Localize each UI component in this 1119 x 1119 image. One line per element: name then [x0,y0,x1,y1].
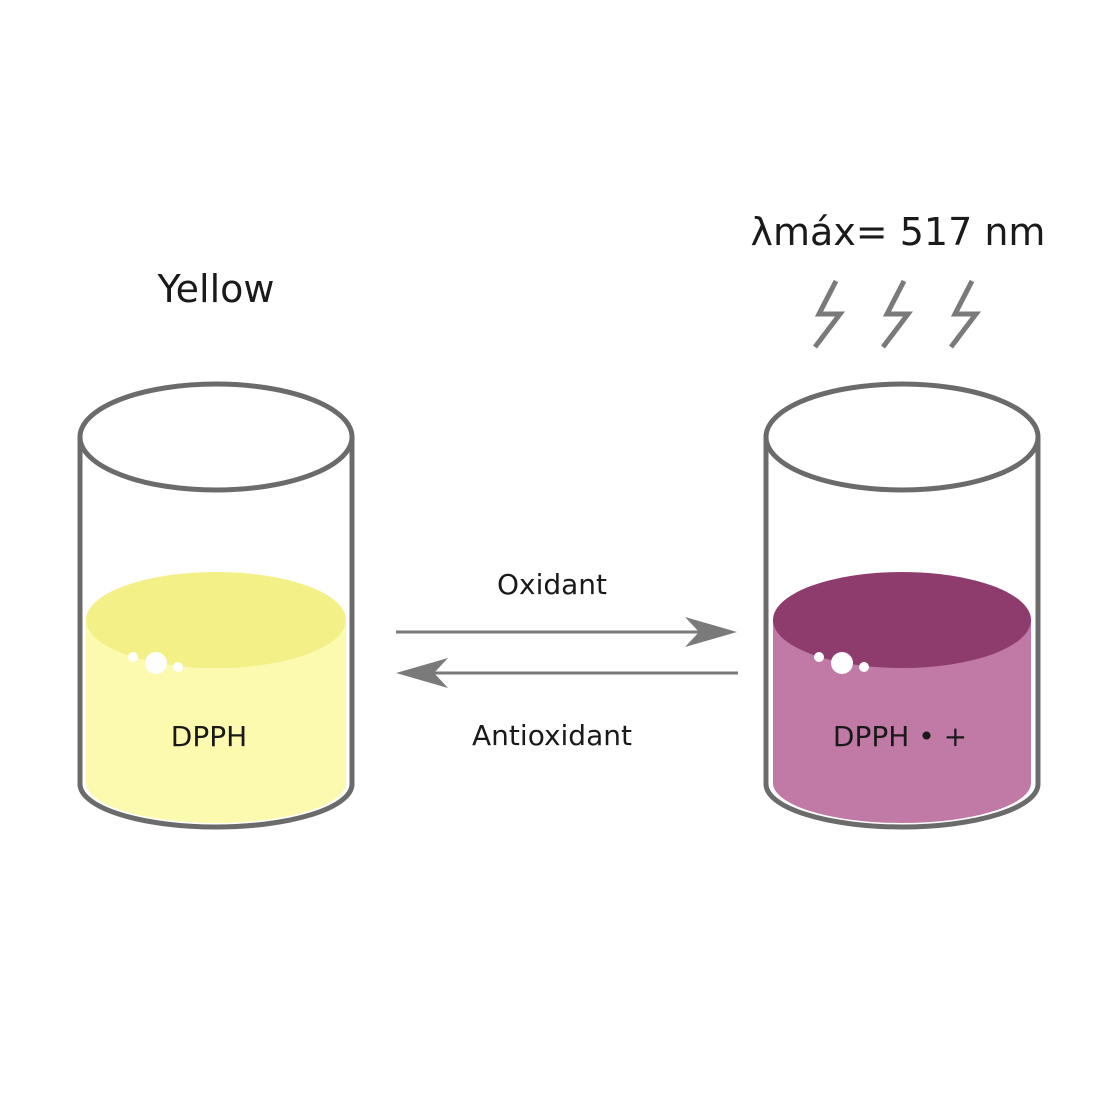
absorbance-label: λmáx= 517 nm [751,210,1046,254]
right-beaker-rim [763,381,1041,493]
right-liquid-surface [773,572,1031,668]
left-beaker: Yellow DPPH [77,267,355,830]
right-beaker-outline [763,437,1041,830]
lightning-bolt-icon [813,279,846,349]
left-bubbles [128,652,183,674]
forward-arrowhead-icon [685,617,737,647]
left-liquid-surface [86,572,346,668]
lightning-bolt-icon [949,279,982,349]
lightning-bolt-icon [881,279,914,349]
forward-arrow-label: Oxidant [497,568,607,601]
right-beaker-label: DPPH • + [833,720,967,753]
left-beaker-label: DPPH [171,720,247,753]
reverse-arrow-label: Antioxidant [472,719,632,752]
left-beaker-outline [77,437,355,830]
light-rays [813,279,982,349]
right-bubbles [814,652,869,674]
equilibrium-arrows: Oxidant Antioxidant [396,568,738,752]
reverse-arrowhead-icon [396,658,448,688]
right-beaker: λmáx= 517 nm DPPH • + [751,210,1046,830]
left-beaker-title: Yellow [157,267,275,311]
left-beaker-rim [77,381,355,493]
